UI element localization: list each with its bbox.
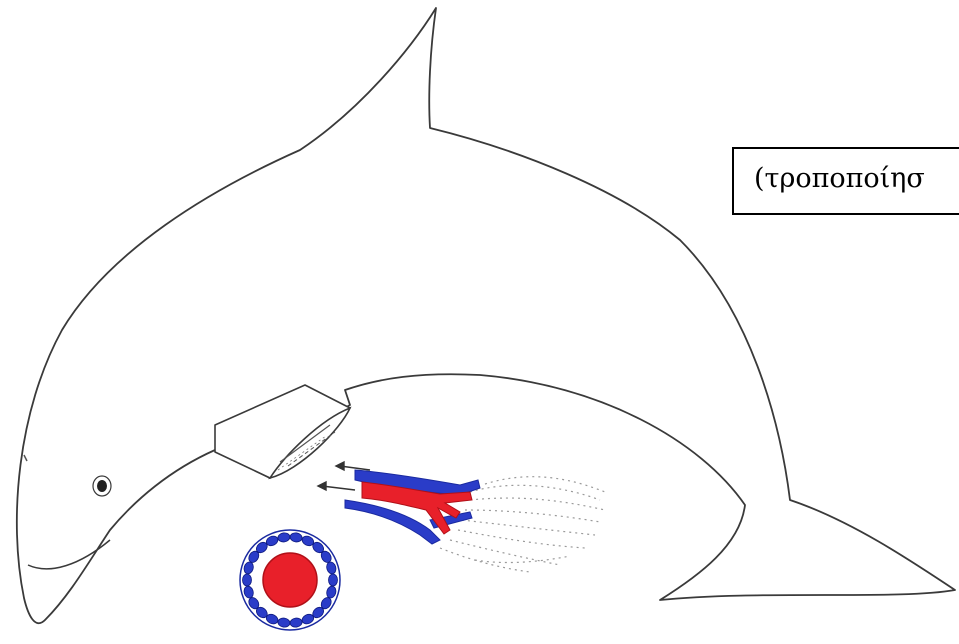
vessel-cross-section-icon: [240, 530, 340, 630]
caption-text: (τροποποίησ: [754, 165, 925, 192]
vein-dot: [243, 574, 252, 586]
dolphin-body-outline: [17, 8, 955, 623]
vein-dot: [329, 574, 338, 586]
caption-box: (τροποποίησ: [732, 147, 959, 215]
countercurrent-vessel-bundle-icon: [318, 462, 605, 572]
dolphin-eye: [97, 480, 107, 492]
dolphin-melon-mark: [24, 455, 27, 461]
flipper-section: [215, 385, 350, 478]
dolphin-mouth: [28, 540, 110, 569]
